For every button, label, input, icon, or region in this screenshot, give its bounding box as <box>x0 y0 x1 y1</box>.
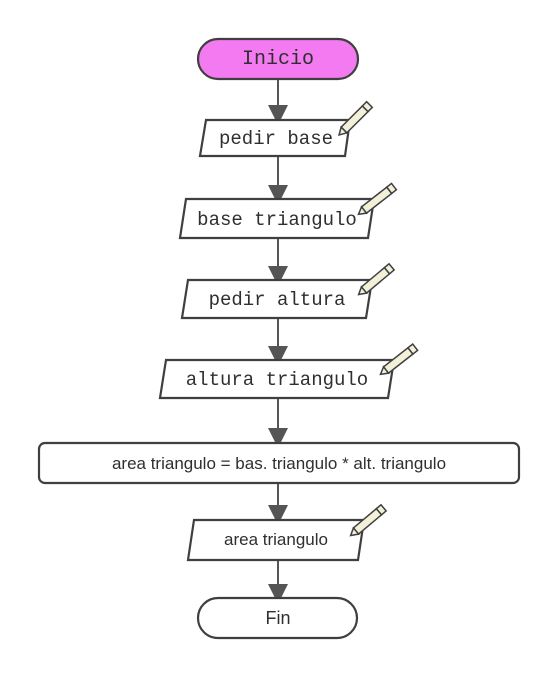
area-process-node: area triangulo = bas. triangulo * alt. t… <box>37 441 521 485</box>
pencil-icon <box>379 343 419 376</box>
height-triangle-node: altura triangulo <box>158 343 419 400</box>
area-output-shape <box>186 518 366 562</box>
input-base-label: pedir base <box>219 128 333 150</box>
base-triangle-shape <box>178 197 376 240</box>
end-terminator-shape <box>196 596 359 640</box>
area-output-label: area triangulo <box>224 530 328 549</box>
input-height-shape <box>180 278 374 320</box>
area-process-label: area triangulo = bas. triangulo * alt. t… <box>112 454 446 473</box>
base-triangle-label: base triangulo <box>197 209 357 231</box>
end-node: Fin <box>196 596 359 640</box>
end-label: Fin <box>265 608 290 628</box>
start-node: Inicio <box>196 37 360 81</box>
input-base-node: pedir base <box>198 100 374 158</box>
pencil-icon <box>337 100 374 137</box>
height-triangle-label: altura triangulo <box>186 369 368 391</box>
input-height-label: pedir altura <box>209 289 346 311</box>
area-process-shape <box>37 441 521 485</box>
height-triangle-shape <box>158 358 396 400</box>
input-height-node: pedir altura <box>180 262 396 320</box>
base-triangle-node: base triangulo <box>178 182 398 240</box>
pencil-icon <box>357 182 398 216</box>
pencil-icon <box>349 503 388 537</box>
input-base-shape <box>198 118 352 158</box>
start-label: Inicio <box>242 48 314 71</box>
area-output-node: area triangulo <box>186 503 388 562</box>
start-terminator-shape <box>196 37 360 81</box>
pencil-icon <box>357 262 396 296</box>
